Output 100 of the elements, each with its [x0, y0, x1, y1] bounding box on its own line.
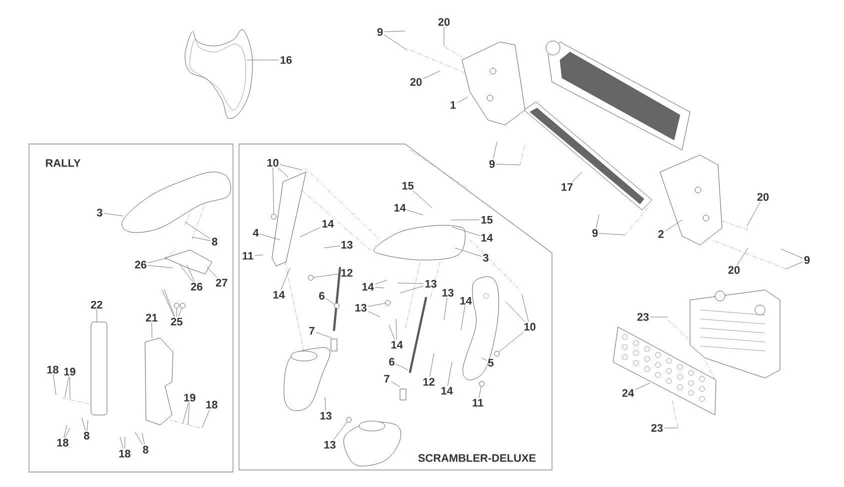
leader-line	[192, 236, 211, 242]
callout-number: 13	[355, 304, 366, 312]
leader-line	[384, 34, 408, 50]
leader-line	[120, 436, 124, 449]
leader-line	[599, 233, 626, 236]
callout-number: 7	[309, 327, 314, 335]
leader-line	[398, 282, 424, 284]
leader-line	[665, 220, 682, 232]
callout-number: 2	[658, 230, 664, 238]
leader-line	[280, 164, 302, 170]
callout-number: 9	[804, 256, 810, 264]
callout-number: 11	[472, 399, 484, 407]
callout-number: 20	[728, 266, 740, 274]
callout-number: 13	[320, 412, 332, 420]
leader-line	[447, 362, 452, 386]
leader-line	[400, 286, 424, 294]
callout-number: 11	[242, 252, 254, 260]
callout-number: 6	[389, 358, 394, 366]
fastener	[479, 381, 485, 387]
leader-line	[142, 432, 145, 445]
leader-line	[64, 428, 70, 438]
leader-line	[96, 309, 98, 322]
callout-number: 9	[592, 229, 598, 237]
callout-number: 14	[391, 341, 403, 349]
leader-line	[498, 332, 524, 352]
leader-line	[452, 226, 480, 236]
leader-line	[384, 30, 406, 32]
callout-number: 14	[441, 387, 453, 395]
leader-line	[178, 308, 182, 317]
callout-number: 18	[119, 450, 130, 458]
callout-number: 15	[402, 182, 414, 190]
callout-number: 27	[216, 278, 228, 286]
callout-number: 4	[252, 229, 259, 237]
leader-line	[423, 70, 440, 79]
callout-number: 14	[362, 283, 374, 291]
callout-number: 20	[757, 193, 769, 201]
fastener	[334, 303, 340, 309]
callout-number: 7	[384, 375, 390, 383]
leader-line	[82, 418, 86, 431]
leader-line	[368, 303, 386, 307]
leader-line	[388, 324, 396, 340]
leader-line	[206, 266, 218, 278]
callout-number: 13	[324, 440, 336, 449]
leader-line	[124, 436, 126, 449]
leader-line	[134, 432, 143, 445]
leader-line	[333, 422, 348, 440]
leader-line	[64, 376, 69, 398]
leader-line	[324, 396, 326, 411]
leader-line	[280, 268, 290, 290]
leader-line	[184, 222, 211, 240]
callout-number: 13	[425, 280, 436, 288]
callout-number: 20	[438, 18, 450, 26]
callout-number: 23	[651, 424, 663, 432]
callout-number: 25	[170, 318, 182, 326]
leader-line	[482, 358, 487, 361]
leader-line	[202, 409, 210, 428]
leader-line	[406, 210, 424, 216]
callout-number: 9	[489, 160, 495, 168]
callout-number: 1	[450, 101, 456, 109]
leader-line	[457, 96, 468, 103]
callout-number: 15	[481, 216, 493, 224]
leader-line	[596, 214, 600, 228]
panel-heading: RALLY	[46, 159, 81, 167]
callout-number: 13	[442, 288, 454, 297]
leader-line	[326, 298, 335, 304]
leader-line	[374, 280, 388, 284]
leader-line	[429, 352, 434, 377]
leader-line	[188, 402, 190, 426]
callout-number: 18	[57, 438, 68, 447]
leader-line	[478, 386, 482, 398]
leader-line	[182, 402, 189, 424]
leader-line	[413, 190, 432, 208]
leader-line	[396, 364, 408, 370]
leader-line	[104, 213, 124, 216]
leader-line	[324, 246, 340, 248]
leader-line	[176, 308, 177, 317]
panel	[28, 144, 234, 472]
leader-line	[300, 227, 321, 238]
leader-line	[374, 287, 384, 288]
fastener	[174, 302, 180, 308]
panel	[238, 144, 552, 470]
callout-number: 21	[146, 314, 158, 322]
callout-number: 17	[562, 183, 573, 191]
fastener	[180, 302, 186, 308]
leader-line	[786, 262, 803, 270]
leader-line	[260, 234, 280, 240]
leader-line	[148, 265, 174, 268]
leader-line	[496, 164, 520, 166]
leader-line	[492, 142, 498, 160]
leader-line	[368, 311, 380, 318]
callout-number: 19	[184, 394, 196, 402]
leader-line	[635, 382, 650, 390]
callout-number: 9	[377, 28, 383, 36]
fastener	[494, 351, 500, 357]
leader-line	[746, 202, 760, 226]
callout-number: 3	[483, 254, 488, 262]
fastener	[385, 300, 391, 306]
leader-line	[736, 248, 748, 266]
leader-line	[650, 316, 668, 318]
callout-number: 10	[267, 158, 278, 167]
